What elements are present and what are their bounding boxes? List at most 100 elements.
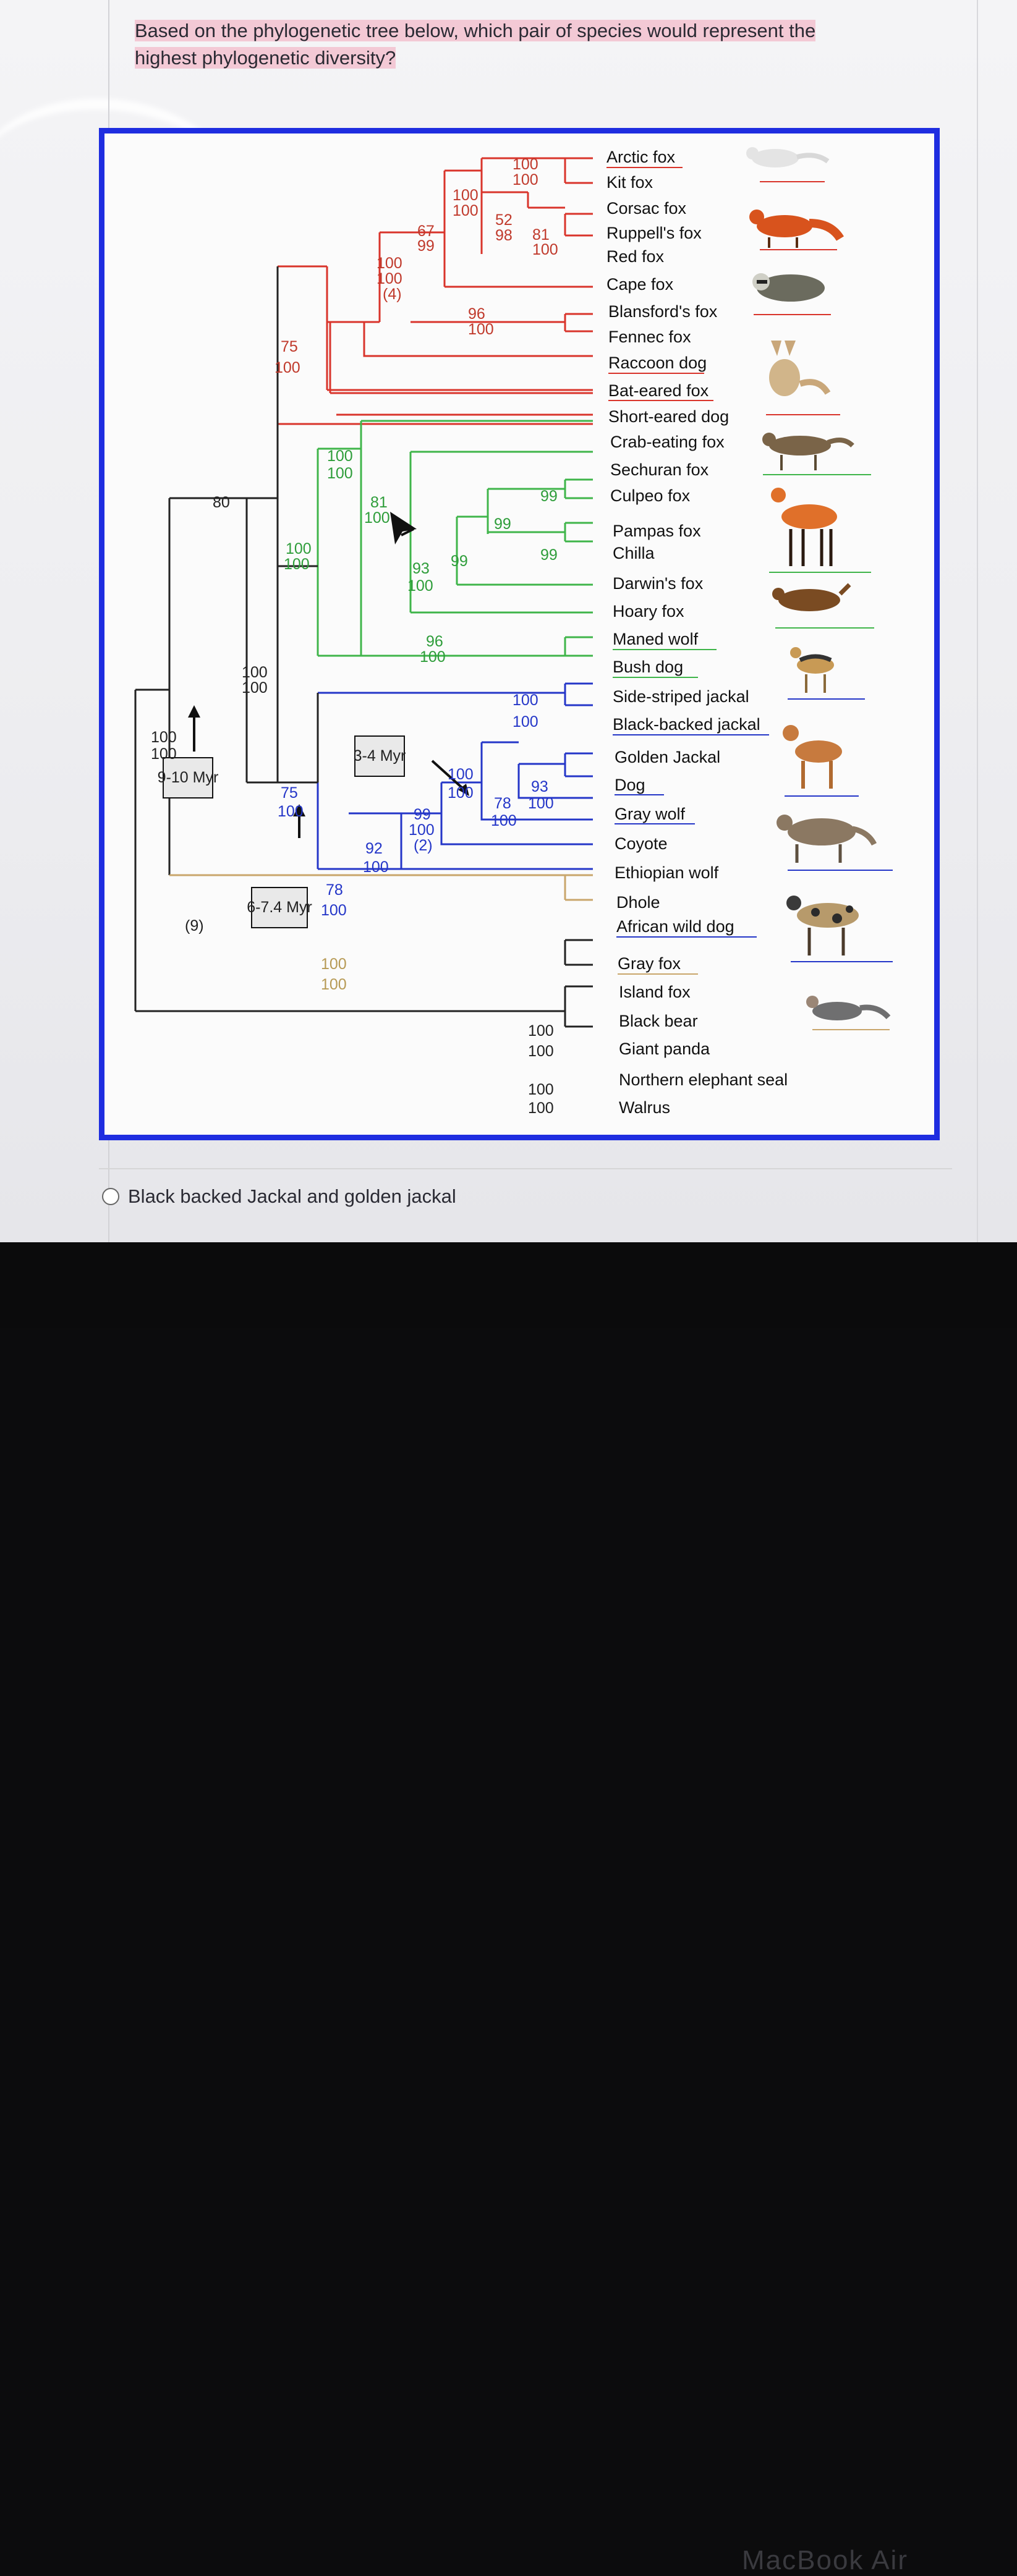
node-label: 100 — [321, 955, 347, 973]
species-label: Black bear — [619, 1012, 698, 1030]
page-right-rule — [977, 0, 978, 1242]
node-label: (9) — [185, 917, 204, 934]
species-label: Gray wolf — [615, 805, 686, 823]
species-label: Maned wolf — [613, 630, 699, 648]
node-label: 92 — [365, 840, 383, 857]
species-label: Giant panda — [619, 1040, 710, 1058]
species-label: Arctic fox — [606, 148, 676, 166]
node-label: 100 — [491, 812, 517, 829]
raccoon-dog-icon — [752, 273, 831, 315]
node-label: 99 — [414, 806, 431, 823]
african-wild-dog-icon — [786, 896, 893, 962]
node-label: 99 — [540, 488, 558, 505]
species-label: Dog — [615, 776, 645, 794]
node-label: 100 — [363, 858, 389, 876]
bush-dog-icon — [772, 583, 874, 629]
tree-svg: 9-10 Myr 3-4 Myr 6-7.4 Myr 100 100 100 1… — [134, 147, 893, 1117]
node-label: 78 — [494, 795, 511, 812]
species-label: Sechuran fox — [610, 460, 709, 479]
species-label: Hoary fox — [613, 602, 684, 621]
arrow-head-1 — [188, 705, 200, 718]
species-label: Chilla — [613, 544, 655, 562]
node-label: 99 — [417, 237, 435, 255]
maned-wolf-icon — [769, 488, 871, 573]
node-label: 100 — [513, 713, 538, 731]
time-box-3 — [251, 887, 308, 928]
species-label: Northern elephant seal — [619, 1070, 788, 1089]
node-label: 100 — [420, 648, 446, 666]
divider — [99, 1168, 952, 1169]
node-label: 93 — [412, 560, 430, 577]
red-fox-icon — [749, 210, 845, 250]
phylogenetic-tree-figure: 9-10 Myr 3-4 Myr 6-7.4 Myr 100 100 100 1… — [99, 128, 940, 1140]
arrow-heads — [188, 512, 469, 816]
species-label: Red fox — [606, 247, 665, 266]
answer-option[interactable]: Black backed Jackal and golden jackal — [102, 1185, 456, 1208]
node-label: 80 — [213, 494, 230, 511]
species-label: Coyote — [615, 834, 668, 853]
red-clade-branches — [276, 157, 593, 425]
species-label: Short-eared dog — [608, 407, 729, 426]
laptop-brand-label: MacBook Air — [742, 2545, 908, 2575]
cursor-pointer-icon — [390, 512, 417, 544]
node-label: 100 — [151, 729, 177, 746]
node-labels: 100 100 100 100 52 98 81 100 67 99 100 1… — [151, 156, 558, 1117]
species-label: Golden Jackal — [615, 748, 720, 766]
arrow-head-2 — [293, 804, 305, 816]
node-label: 100 — [513, 692, 538, 709]
bat-eared-fox-icon — [766, 341, 840, 415]
node-label: 100 — [321, 902, 347, 919]
node-label: 100 — [528, 1099, 554, 1117]
node-label: 99 — [494, 515, 511, 533]
question-text: Based on the phylogenetic tree below, wh… — [135, 17, 864, 72]
node-label: 100 — [274, 359, 300, 376]
node-label: 100 — [364, 509, 390, 527]
species-label: Crab-eating fox — [610, 433, 725, 451]
dog-icon — [783, 725, 859, 797]
species-label: Walrus — [619, 1098, 670, 1117]
screen: Based on the phylogenetic tree below, wh… — [0, 0, 1017, 1242]
node-label: 100 — [468, 321, 494, 338]
time-box-1 — [163, 757, 213, 799]
node-label: 100 — [242, 679, 268, 697]
species-label: Island fox — [619, 983, 691, 1001]
time-box-2-label: 3-4 Myr — [354, 747, 406, 765]
time-box-3-label: 6-7.4 Myr — [247, 899, 312, 916]
gray-wolf-icon — [777, 815, 893, 871]
node-label: (2) — [414, 837, 433, 854]
species-label: Cape fox — [606, 275, 674, 294]
gray-fox-branches — [169, 874, 593, 901]
node-label: 67 — [417, 222, 435, 240]
species-label: Kit fox — [606, 173, 653, 192]
arrow-head-3 — [458, 784, 469, 796]
time-box-2 — [354, 735, 405, 777]
time-box-1-label: 9-10 Myr — [158, 769, 219, 786]
node-label: 100 — [327, 447, 353, 465]
species-label: Gray fox — [618, 954, 681, 973]
node-label: 100 — [453, 202, 479, 219]
node-label: (4) — [383, 286, 402, 303]
backbone-branches — [134, 266, 593, 1028]
radio-button[interactable] — [102, 1188, 119, 1205]
species-label: Side-striped jackal — [613, 687, 749, 706]
species-label: African wild dog — [616, 917, 734, 936]
node-label: 100 — [151, 745, 177, 763]
node-label: 78 — [326, 881, 343, 899]
node-label: 100 — [513, 156, 538, 173]
node-label: 100 — [513, 171, 538, 189]
node-label: 100 — [407, 577, 433, 595]
species-label: Bush dog — [613, 658, 683, 676]
answer-option-label: Black backed Jackal and golden jackal — [128, 1185, 456, 1207]
node-label: 100 — [453, 187, 479, 204]
species-label: Ruppell's fox — [606, 224, 702, 242]
species-label: Dhole — [616, 893, 660, 912]
gray-fox-icon — [806, 996, 891, 1030]
node-label: 100 — [321, 976, 347, 993]
arctic-fox-icon — [746, 147, 830, 182]
node-label: 100 — [286, 540, 312, 557]
node-label: 100 — [448, 766, 474, 783]
species-label: Raccoon dog — [608, 354, 707, 372]
node-label: 81 — [370, 494, 388, 511]
node-label: 100 — [409, 821, 435, 839]
species-label: Pampas fox — [613, 522, 701, 540]
